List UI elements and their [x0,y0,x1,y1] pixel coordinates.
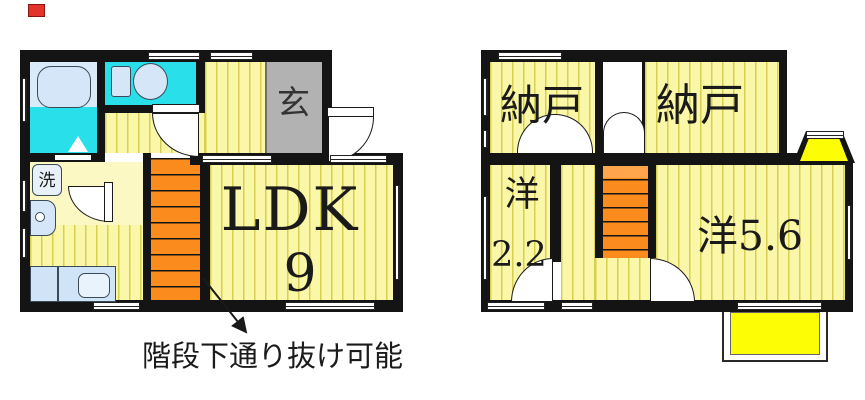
wall-segment [648,165,656,258]
bath-folding-door-icon [68,136,88,152]
bay-window-inner [800,139,848,161]
storage-right-door-arc [603,112,645,153]
window [285,302,375,310]
window [395,185,400,280]
wall-segment [595,62,603,157]
window [561,302,593,310]
ldk-label: LDK [220,175,360,245]
front-door-leaf [327,107,374,117]
window [483,130,488,148]
wall-segment [97,62,105,162]
storage-right-label: 納戸 [656,80,744,131]
window [148,52,200,60]
western-small-size-label: 2.2 [491,235,547,275]
window [330,155,387,163]
window [93,302,140,310]
stairs-passage-arrow [202,277,248,334]
window [22,78,27,122]
balcony-inner [730,312,820,355]
bathtub-icon [37,66,91,108]
western-large-room [656,165,845,300]
red-marker [28,4,45,17]
washbasin-drain-icon [35,212,45,222]
window [210,52,253,60]
window [202,155,272,163]
window [806,131,844,139]
stairs-passage-caption: 階段下通り抜け可能 [141,339,403,373]
wall-segment [322,50,332,162]
western-small-label: 洋 [504,175,540,215]
window [487,302,545,310]
storage-right-room [645,62,779,153]
toilet-bowl-icon [133,63,168,100]
western-large-label: 洋5.6 [696,212,804,260]
hallway-upper [205,62,265,153]
window [22,180,27,212]
wall-segment [595,165,603,258]
ldk-room [210,165,393,300]
window [22,228,27,258]
laundry-door-leaf [104,182,113,222]
window [483,78,488,116]
kitchen-sink-icon [78,273,110,298]
wall-segment [550,165,561,262]
storage-left-label: 納戸 [499,81,584,130]
window [847,205,852,260]
bathroom-sliding-door [55,155,91,160]
toilet-tank-icon [111,66,131,97]
wall-segment [779,50,787,155]
stairs-2f [603,165,648,258]
window [483,196,488,280]
wall-segment [200,153,210,303]
entrance-label: 玄 [277,83,310,122]
corridor-2f [561,165,595,300]
stairs-2f-landing [603,166,648,178]
kitchen-counter-divider [57,266,59,302]
wall-segment [105,105,152,113]
window [498,52,562,60]
wall-segment [196,50,205,113]
stairs-1f [151,158,200,300]
entrance-area [265,62,324,153]
corridor-under-stairs [595,258,656,300]
laundry-label: 洗 [38,171,56,191]
ldk-size-label: 9 [283,244,317,304]
toilet-door-leaf [152,104,200,113]
wall-segment [143,153,151,303]
window [737,302,822,310]
wall-segment [481,153,845,165]
washing-machine-icon: 洗 [32,164,62,196]
wall-segment [481,50,490,312]
